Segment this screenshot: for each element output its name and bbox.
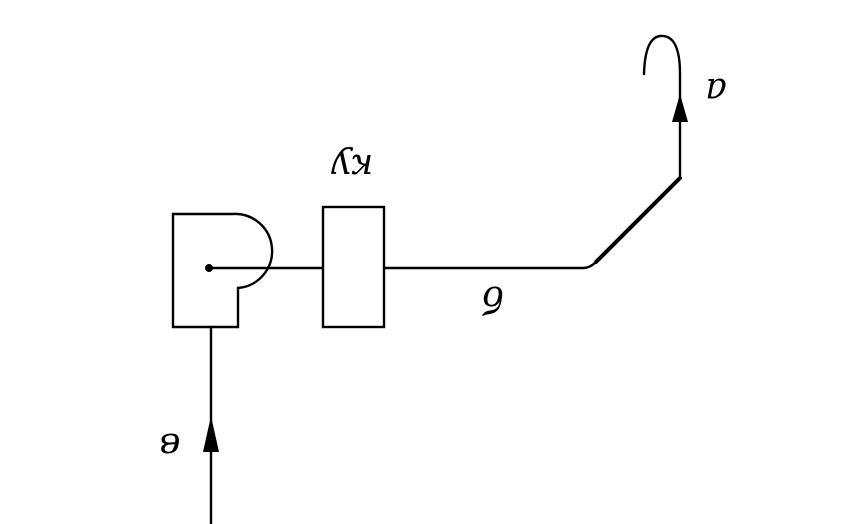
- duct-label-b: б: [481, 278, 504, 319]
- unit-label-ku: ку: [331, 146, 373, 187]
- exit-label-a: а: [705, 70, 726, 111]
- fan-housing: [171, 212, 274, 329]
- conditioning-unit-box: [321, 205, 386, 329]
- intake-label-v: в: [160, 425, 181, 466]
- exit-hook: [642, 34, 682, 76]
- duct-b-line: [382, 260, 598, 270]
- duct-diagonal: [594, 176, 682, 264]
- exit-arrow: [672, 94, 688, 122]
- intake-arrow: [203, 416, 219, 452]
